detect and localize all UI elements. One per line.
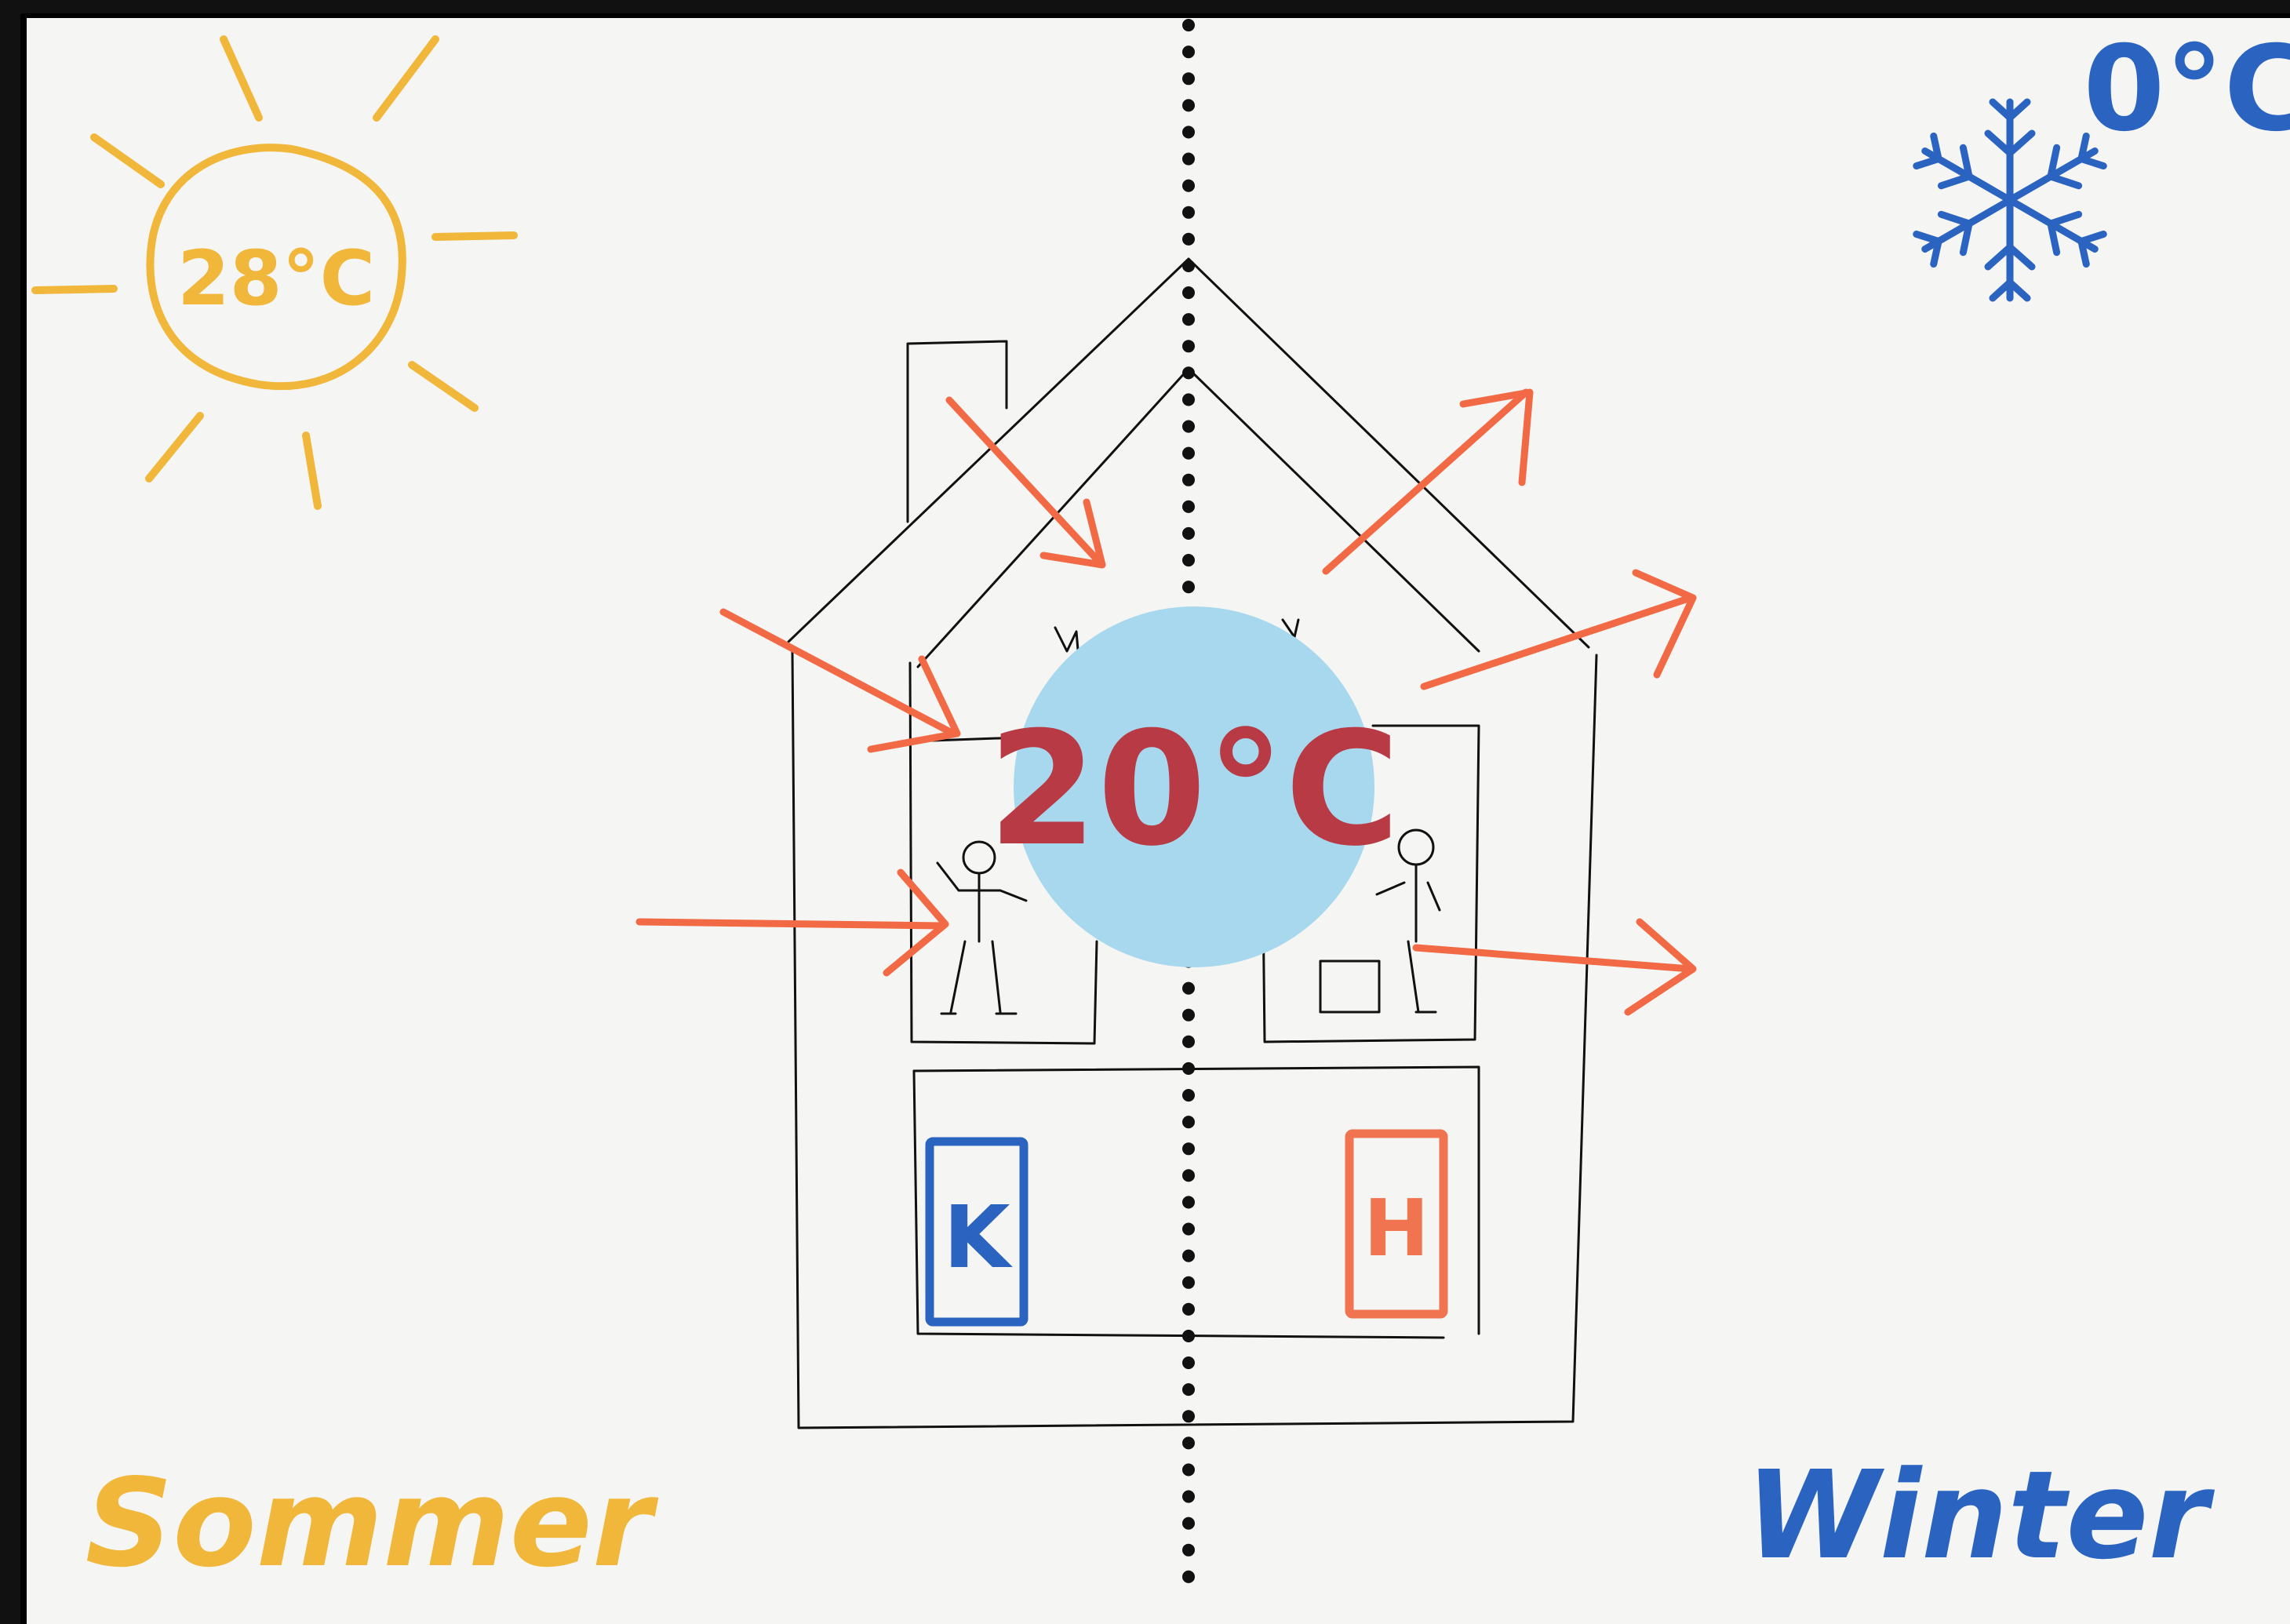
indoor-temperature-circle [1014, 606, 1374, 967]
arrow-in-upper [719, 608, 961, 753]
upper-rooms [908, 661, 1098, 1045]
arrow-in-middle [635, 868, 949, 977]
summer-temperature: 28°C [177, 235, 375, 322]
arrow-out-roof [1322, 388, 1534, 575]
lower-room [912, 1065, 1480, 1335]
cooling-unit-label: K [943, 1187, 1013, 1287]
heating-unit [1345, 1129, 1448, 1319]
left-cat [1054, 626, 1080, 661]
summer-label: Sommer [86, 1452, 659, 1594]
winter-label: Winter [1746, 1444, 2215, 1586]
chimney [906, 340, 1008, 523]
woman-figure [1319, 828, 1441, 1014]
man-figure [936, 840, 1028, 1015]
snowflake-icon [1914, 98, 2106, 298]
arrow-out-lower [1412, 918, 1697, 1016]
sun-icon [31, 35, 518, 510]
cooling-unit [925, 1137, 1028, 1327]
outer-roof [787, 257, 1590, 649]
house-walls [791, 650, 1598, 1429]
arrow-in-roof [945, 396, 1106, 569]
arrow-out-upper [1420, 569, 1697, 690]
house-outline [787, 257, 1598, 1429]
winter-temperature: 0°C [2083, 21, 2290, 158]
heating-unit-label: H [1363, 1182, 1429, 1274]
indoor-temperature: 20°C [988, 698, 1400, 881]
heat-arrows [635, 388, 1697, 1016]
